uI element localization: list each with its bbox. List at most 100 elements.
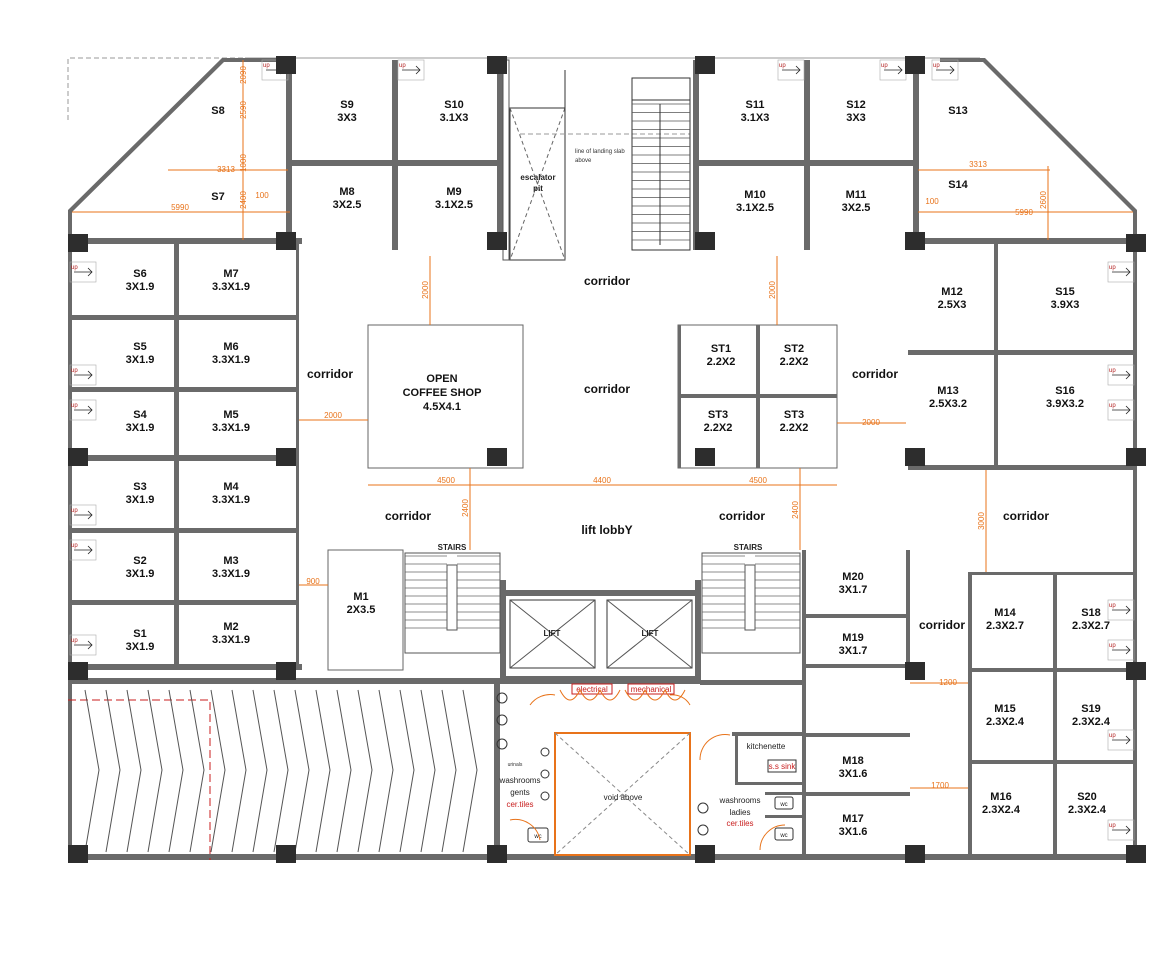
dim-900: 900 (306, 577, 320, 586)
room-m13-size: 2.5X3.2 (929, 398, 967, 410)
room-s18-name: S18 (1081, 607, 1101, 619)
sink (767, 759, 797, 773)
kitchenette-label: kitchenette (747, 742, 786, 751)
lift-lobby-label: lift lobbY (581, 523, 632, 537)
dim-2090: 2090 (239, 66, 248, 84)
room-m10-size: 3.1X2.5 (736, 202, 774, 214)
room-m6-name: M6 (223, 341, 238, 353)
lift-2-label: LIFT (642, 629, 659, 638)
room-st2-name: ST2 (784, 343, 804, 355)
room-st1-size: 2.2X2 (707, 356, 736, 368)
dim-100-left: 100 (255, 191, 269, 200)
room-s14-name: S14 (948, 179, 968, 191)
washrooms-ladies-label: washrooms (719, 796, 761, 805)
dim-4500-left: 4500 (437, 476, 455, 485)
room-m19-name: M19 (842, 632, 863, 644)
svg-text:up: up (71, 638, 78, 644)
wc-gents-label: wc (533, 834, 541, 840)
wc-gents (527, 827, 549, 843)
room-s12-size: 3X3 (846, 112, 866, 124)
outer-walls (68, 58, 1137, 860)
gents-tiles-label: cer.tiles (506, 800, 533, 809)
column (695, 845, 715, 863)
svg-text:up: up (779, 63, 786, 69)
up-marker: up (1107, 364, 1135, 386)
coffee-shop-size: 4.5X4.1 (423, 401, 461, 413)
up-marker: up (397, 59, 425, 81)
room-s6-name: S6 (133, 268, 146, 280)
room-st2-size: 2.2X2 (780, 356, 809, 368)
room-m2-name: M2 (223, 621, 238, 633)
room-m9-size: 3.1X2.5 (435, 199, 473, 211)
store-divider-h (678, 394, 837, 398)
room-m20-name: M20 (842, 571, 863, 583)
room-m7-name: M7 (223, 268, 238, 280)
stairs-left-label: STAIRS (438, 543, 467, 552)
column (905, 448, 925, 466)
room-m16-name: M16 (990, 791, 1011, 803)
column (68, 662, 88, 680)
room-m18-name: M18 (842, 755, 863, 767)
room-m8-size: 3X2.5 (333, 199, 362, 211)
room-m11-size: 3X2.5 (842, 202, 871, 214)
svg-text:up: up (1109, 265, 1116, 271)
room-s1-name: S1 (133, 628, 146, 640)
column (276, 662, 296, 680)
void-area (554, 732, 691, 856)
room-s15-size: 3.9X3 (1051, 299, 1080, 311)
gents-label: gents (510, 788, 530, 797)
room-m11-name: M11 (846, 189, 867, 201)
stairs-right (701, 552, 801, 654)
dim-5990-left: 5990 (171, 203, 189, 212)
lift-1-label: LIFT (544, 629, 561, 638)
room-s5-name: S5 (133, 341, 146, 353)
room-s3-size: 3X1.9 (126, 494, 155, 506)
room-s12-name: S12 (846, 99, 866, 111)
room-m20-size: 3X1.7 (839, 584, 868, 596)
svg-text:up: up (881, 63, 888, 69)
room-s16-size: 3.9X3.2 (1046, 398, 1084, 410)
landing-note-1: line of landing slab (575, 149, 625, 155)
wc-ladies-1-label: wc (779, 802, 787, 808)
room-s9-size: 3X3 (337, 112, 357, 124)
coffee-shop-line2: COFFEE SHOP (403, 387, 482, 399)
up-marker: up (1107, 729, 1135, 751)
column (695, 448, 715, 466)
urinals-label: urinals (508, 762, 523, 768)
mechanical-label: mechanical (631, 685, 672, 694)
structural-columns (68, 56, 1146, 863)
room-s8-name: S8 (211, 105, 224, 117)
stair-treads (405, 555, 800, 629)
column (276, 448, 296, 466)
dim-2000-right: 2000 (862, 418, 880, 427)
room-m5-size: 3.3X1.9 (212, 422, 250, 434)
corridor-label-lower-left: corridor (385, 509, 431, 523)
room-s1-size: 3X1.9 (126, 641, 155, 653)
ladies-tiles-label: cer.tiles (726, 819, 753, 828)
room-m9-name: M9 (446, 186, 461, 198)
room-m6-size: 3.3X1.9 (212, 354, 250, 366)
room-m4-size: 3.3X1.9 (212, 494, 250, 506)
dim-3313-right: 3313 (969, 160, 987, 169)
up-marker: up (69, 504, 97, 526)
room-st3a-size: 2.2X2 (704, 422, 733, 434)
column (68, 845, 88, 863)
svg-text:up: up (399, 63, 406, 69)
room-m13-name: M13 (937, 385, 958, 397)
electrical-room (571, 683, 613, 695)
store-wall-left (678, 325, 681, 468)
room-m10-name: M10 (744, 189, 765, 201)
up-marker: up (69, 399, 97, 421)
up-marker: up (1107, 399, 1135, 421)
column (68, 448, 88, 466)
stairs-left (404, 552, 501, 654)
column (276, 845, 296, 863)
column (1126, 845, 1146, 863)
svg-text:up: up (1109, 643, 1116, 649)
room-s10-name: S10 (444, 99, 464, 111)
svg-text:up: up (1109, 403, 1116, 409)
room-m1-name: M1 (353, 591, 368, 603)
dim-1000: 1000 (239, 154, 248, 172)
room-m4-name: M4 (223, 481, 239, 493)
